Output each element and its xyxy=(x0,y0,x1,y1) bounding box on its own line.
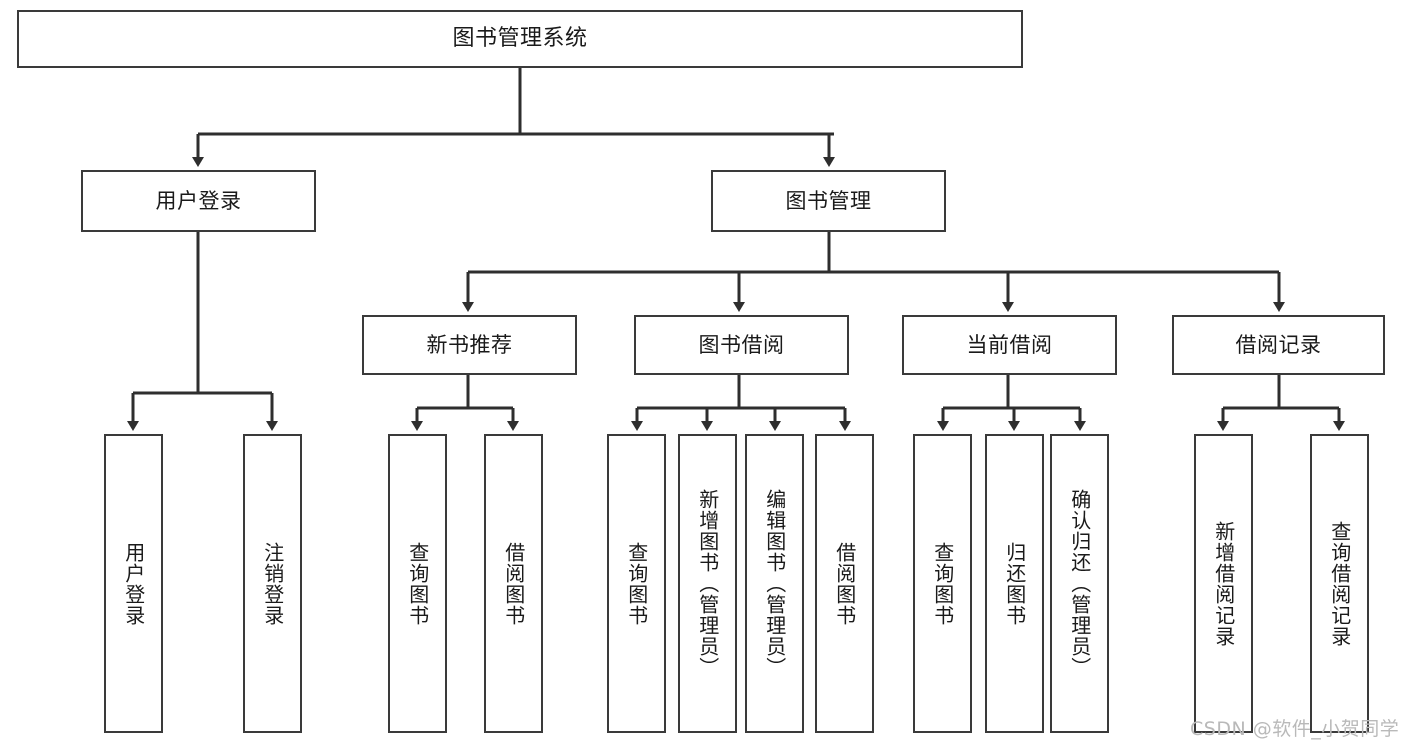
node-label: 图书借阅 xyxy=(698,332,785,357)
node-label: 借阅记录 xyxy=(1235,332,1322,357)
node-label: 新增借阅记录 xyxy=(1211,520,1236,647)
leaf-add-borrow-record[interactable]: 新增借阅记录 xyxy=(1194,434,1253,733)
leaf-query-borrow-record[interactable]: 查询借阅记录 xyxy=(1310,434,1369,733)
node-label: 借阅图书 xyxy=(501,541,526,626)
leaf-confirm-return[interactable]: 确认归还（管理员） xyxy=(1050,434,1109,733)
node-book-management-system[interactable]: 图书管理系统 xyxy=(17,10,1023,68)
node-label: 借阅图书 xyxy=(832,541,857,626)
node-label: 确认归还（管理员） xyxy=(1067,489,1092,678)
node-label: 查询图书 xyxy=(624,541,649,626)
leaf-return-book[interactable]: 归还图书 xyxy=(985,434,1044,733)
node-label: 新增图书（管理员） xyxy=(695,489,720,678)
leaf-edit-book[interactable]: 编辑图书（管理员） xyxy=(745,434,804,733)
leaf-user-login[interactable]: 用户登录 xyxy=(104,434,163,733)
node-borrow-record[interactable]: 借阅记录 xyxy=(1172,315,1385,375)
leaf-add-book[interactable]: 新增图书（管理员） xyxy=(678,434,737,733)
node-label: 查询借阅记录 xyxy=(1327,520,1352,647)
node-label: 编辑图书（管理员） xyxy=(762,489,787,678)
csdn-watermark: CSDN @软件_小贺同学 xyxy=(1190,718,1400,740)
node-book-borrow[interactable]: 图书借阅 xyxy=(634,315,849,375)
node-user-login[interactable]: 用户登录 xyxy=(81,170,316,232)
node-label: 归还图书 xyxy=(1002,541,1027,626)
leaf-query-book-current[interactable]: 查询图书 xyxy=(913,434,972,733)
node-book-management[interactable]: 图书管理 xyxy=(711,170,946,232)
leaf-logout-login[interactable]: 注销登录 xyxy=(243,434,302,733)
node-label: 注销登录 xyxy=(260,541,285,626)
node-label: 图书管理 xyxy=(785,188,872,213)
leaf-query-book-new-recommend[interactable]: 查询图书 xyxy=(388,434,447,733)
leaf-borrow-book[interactable]: 借阅图书 xyxy=(815,434,874,733)
leaf-borrow-book-new-recommend[interactable]: 借阅图书 xyxy=(484,434,543,733)
node-label: 查询图书 xyxy=(930,541,955,626)
node-current-borrow[interactable]: 当前借阅 xyxy=(902,315,1117,375)
node-label: 新书推荐 xyxy=(426,332,513,357)
leaf-query-book-borrow[interactable]: 查询图书 xyxy=(607,434,666,733)
node-label: 查询图书 xyxy=(405,541,430,626)
node-label: 用户登录 xyxy=(155,188,242,213)
node-label: 当前借阅 xyxy=(966,332,1053,357)
node-label: 图书管理系统 xyxy=(452,26,588,52)
node-label: 用户登录 xyxy=(121,541,146,626)
node-new-book-recommend[interactable]: 新书推荐 xyxy=(362,315,577,375)
